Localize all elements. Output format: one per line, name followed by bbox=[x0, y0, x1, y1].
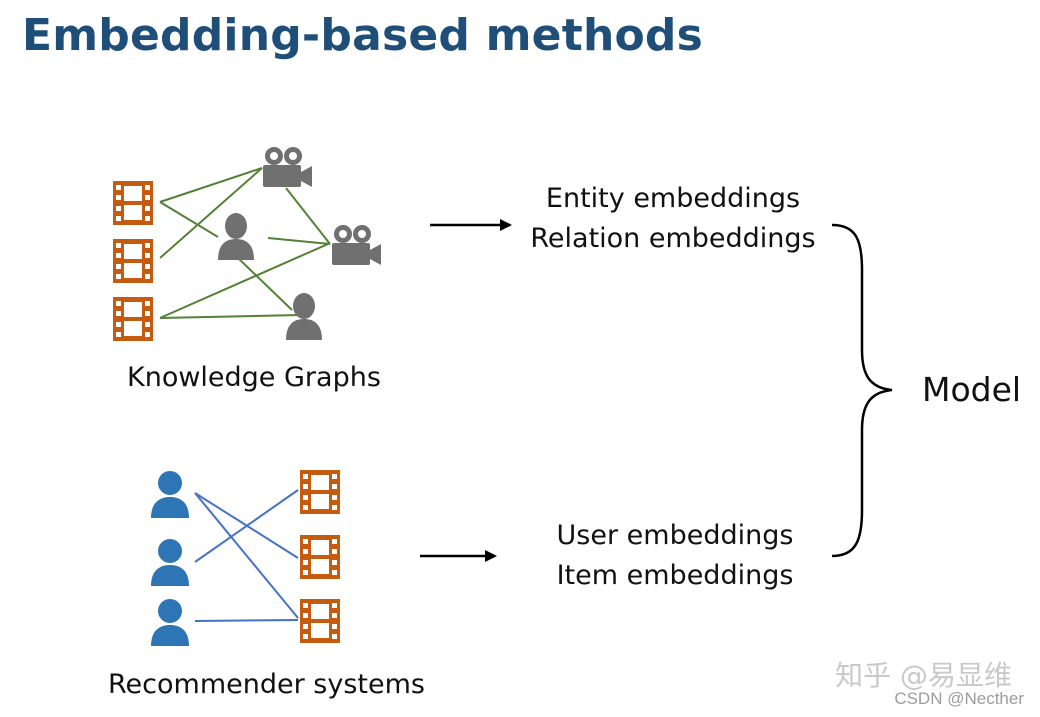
rec-movie-icon-2 bbox=[300, 535, 340, 579]
kg-label: Knowledge Graphs bbox=[127, 362, 381, 393]
kg-output-entity: Entity embeddings bbox=[545, 183, 801, 214]
kg-edges bbox=[159, 167, 331, 319]
watermark-zhihu: 知乎 @易显维 bbox=[835, 659, 1012, 692]
rec-output-user: User embeddings bbox=[556, 520, 794, 551]
kg-movie-icon-3 bbox=[113, 297, 153, 341]
rec-label: Recommender systems bbox=[108, 669, 425, 700]
kg-output-relation: Relation embeddings bbox=[530, 223, 816, 254]
kg-camera-icon-1 bbox=[263, 147, 312, 187]
rec-edges bbox=[194, 489, 299, 622]
kg-camera-icon-2 bbox=[332, 225, 381, 265]
kg-person-icon-1 bbox=[218, 213, 254, 260]
rec-user-icon-2 bbox=[151, 539, 189, 586]
rec-user-icon-1 bbox=[151, 471, 189, 518]
model-brace bbox=[831, 223, 893, 558]
kg-person-icon-2 bbox=[286, 293, 322, 340]
page-title: Embedding-based methods bbox=[22, 10, 703, 61]
kg-movie-icon-2 bbox=[113, 239, 153, 283]
rec-user-icon-3 bbox=[151, 599, 189, 646]
watermark-csdn: CSDN @Necther bbox=[894, 689, 1024, 708]
kg-movie-icon-1 bbox=[113, 181, 153, 225]
model-label: Model bbox=[922, 370, 1022, 409]
rec-movie-icon-3 bbox=[300, 599, 340, 643]
rec-output-item: Item embeddings bbox=[556, 560, 794, 591]
rec-movie-icon-1 bbox=[300, 470, 340, 514]
